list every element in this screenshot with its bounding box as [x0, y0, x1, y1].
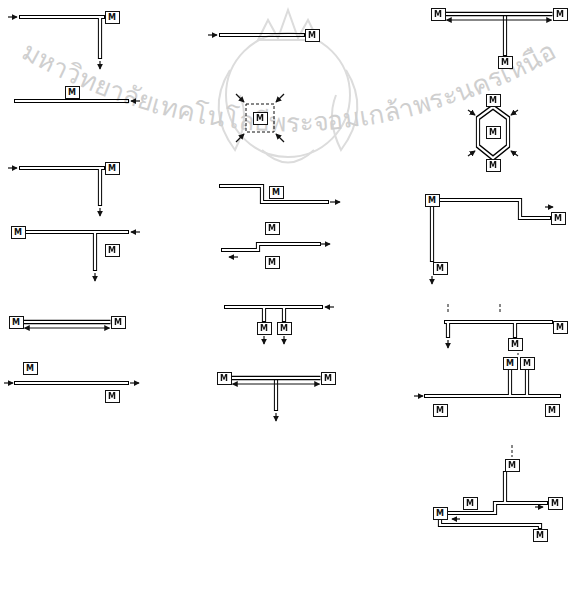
box-label: M	[268, 258, 276, 267]
box-label: M	[489, 161, 497, 170]
box-label: M	[114, 318, 122, 327]
box-label: M	[108, 392, 116, 401]
conveyor-connector	[232, 378, 321, 384]
box-label: M	[436, 509, 444, 518]
box-label: M	[466, 499, 474, 508]
machine-box: M	[486, 126, 501, 139]
machine-box: M	[9, 316, 24, 329]
box-label: M	[14, 228, 22, 237]
connector-arrow	[447, 20, 552, 21]
machine-box: M	[553, 8, 568, 21]
box-label: M	[26, 364, 34, 373]
box-label: M	[501, 58, 509, 67]
box-label: M	[324, 374, 332, 383]
box-label: M	[548, 406, 556, 415]
machine-box: M	[553, 321, 568, 334]
machine-box: M	[111, 316, 126, 329]
box-label: M	[108, 13, 116, 22]
box-label: M	[280, 324, 288, 333]
machine-box: M	[217, 372, 232, 385]
box-label: M	[434, 10, 442, 19]
box-label: M	[536, 531, 544, 540]
machine-box: M	[433, 262, 448, 275]
watermark-seal	[219, 10, 358, 163]
machine-box: M	[505, 459, 520, 472]
machine-box: M	[105, 162, 120, 175]
box-label: M	[272, 188, 280, 197]
box-label: M	[220, 374, 228, 383]
box-label: M	[68, 88, 76, 97]
machine-box: M	[520, 357, 535, 370]
box-label: M	[108, 246, 116, 255]
box-label: M	[506, 359, 514, 368]
box-label: M	[556, 10, 564, 19]
machine-box: M	[533, 529, 548, 542]
machine-box: M	[105, 244, 120, 257]
box-label: M	[436, 406, 444, 415]
box-label: M	[256, 114, 264, 123]
machine-box: M	[463, 497, 478, 510]
machine-box: M	[498, 56, 513, 69]
box-label: M	[556, 323, 564, 332]
machine-box: M	[545, 404, 560, 417]
machine-box: M	[257, 322, 272, 335]
machine-box: M	[321, 372, 336, 385]
machine-box: M	[265, 222, 280, 235]
machine-box: M	[486, 94, 501, 107]
flow-arrows	[4, 17, 553, 519]
machine-box: M	[105, 390, 120, 403]
connector-arrow	[233, 384, 320, 385]
dashed-lines	[246, 104, 518, 457]
box-label: M	[428, 196, 436, 205]
watermark-text: มหาวิทยาลัยเทคโนโลยีพระจอมเกล้าพระนครเหน…	[17, 36, 561, 138]
conveyor-connector	[24, 322, 111, 328]
box-label: M	[436, 264, 444, 273]
box-label: M	[489, 128, 497, 137]
box-label: M	[511, 340, 519, 349]
machine-box: M	[277, 322, 292, 335]
machine-box: M	[548, 497, 563, 510]
machine-box: M	[425, 194, 440, 207]
box-label: M	[260, 324, 268, 333]
machine-box: M	[431, 8, 446, 21]
machine-box: M	[433, 507, 448, 520]
box-label: M	[523, 359, 531, 368]
machine-box: M	[551, 212, 566, 225]
machine-box: M	[65, 86, 80, 99]
conveyor-connector	[446, 14, 553, 20]
machine-box: M	[269, 186, 284, 199]
box-label: M	[551, 499, 559, 508]
machine-box: M	[253, 112, 268, 125]
machine-box: M	[305, 29, 320, 42]
connector-arrow	[25, 328, 110, 329]
box-label: M	[489, 96, 497, 105]
machine-box: M	[503, 357, 518, 370]
box-label: M	[12, 318, 20, 327]
machine-box: M	[433, 404, 448, 417]
box-label: M	[308, 31, 316, 40]
box-label: M	[554, 214, 562, 223]
box-label: M	[268, 224, 276, 233]
box-label: M	[508, 461, 516, 470]
machine-box: M	[265, 256, 280, 269]
watermark-text: มหาวิทยาลัยเทคโนโลยีพระจอมเกล้าพระนครเหน…	[17, 36, 561, 138]
machine-box: M	[11, 226, 26, 239]
conveyor-lines	[15, 16, 560, 528]
machine-box: M	[486, 159, 501, 172]
machine-box: M	[508, 338, 523, 351]
machine-box: M	[23, 362, 38, 375]
machine-box: M	[105, 11, 120, 24]
box-label: M	[108, 164, 116, 173]
